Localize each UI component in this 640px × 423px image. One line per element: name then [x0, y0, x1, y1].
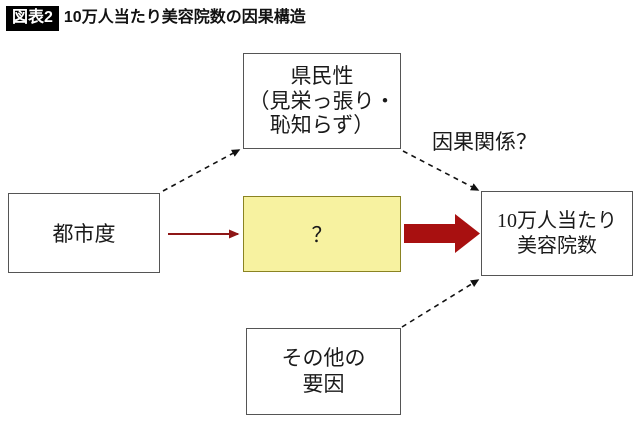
node-unknown-factor: ？	[243, 196, 401, 272]
edge-sonota-to-outcome	[401, 279, 480, 328]
edge-unknown-to-outcome	[404, 214, 480, 253]
edge-toshido-to-kenminsei	[162, 149, 241, 192]
node-unknown-factor-label: ？	[311, 223, 333, 247]
node-other-factors-label: その他の 要因	[281, 346, 366, 396]
edge-kenminsei-to-outcome	[402, 150, 480, 191]
node-other-factors: その他の 要因	[246, 328, 401, 415]
node-toshido: 都市度	[8, 193, 160, 273]
page-title: 10万人当たり美容院数の因果構造	[63, 9, 306, 26]
node-outcome-label: 10万人当たり 美容院数	[497, 210, 617, 257]
node-toshido-label: 都市度	[52, 222, 116, 246]
figure-number-badge: 図表2	[6, 5, 59, 31]
annotation-causality: 因果関係？	[432, 130, 537, 154]
node-kenminsei: 県民性 （見栄っ張り・ 恥知らず）	[243, 53, 401, 149]
node-kenminsei-label: 県民性 （見栄っ張り・ 恥知らず）	[248, 63, 396, 138]
node-outcome: 10万人当たり 美容院数	[481, 191, 633, 276]
figure-header: 図表2 10万人当たり美容院数の因果構造	[0, 0, 640, 36]
